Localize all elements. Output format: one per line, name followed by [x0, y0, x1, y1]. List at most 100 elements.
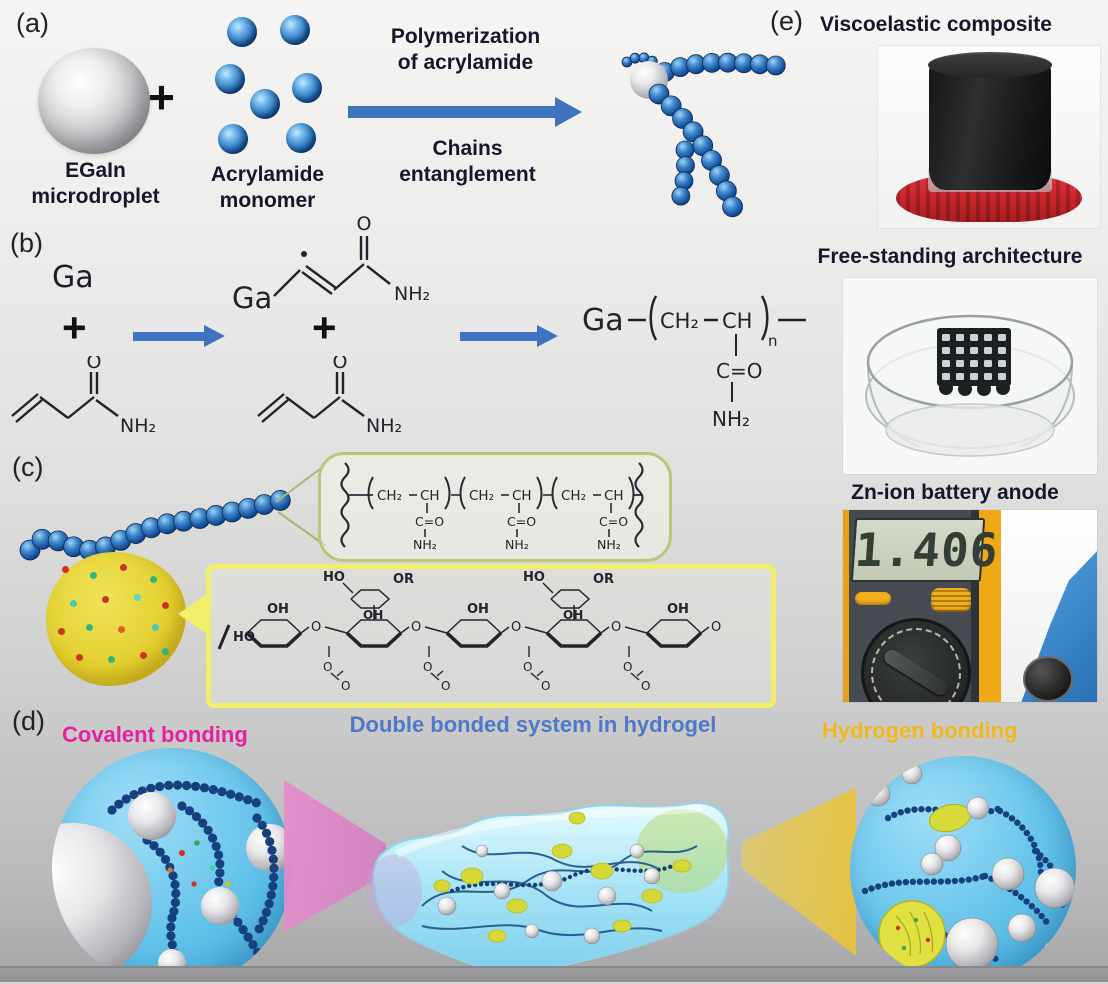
plus-sign-a: +	[148, 71, 175, 123]
svg-text:O: O	[411, 620, 421, 635]
hydrogel-slab	[366, 802, 730, 973]
monomer-ball	[250, 89, 280, 119]
ch2-label: CH₂	[660, 309, 699, 333]
egain-caption: EGaIn microdroplet	[31, 159, 160, 208]
monomer-ball	[218, 124, 248, 154]
petri-dish	[865, 314, 1075, 457]
svg-text:O: O	[323, 660, 332, 674]
gel-egain-spheres	[437, 843, 661, 945]
double-bond-heading: Double bonded system in hydrogel	[349, 712, 717, 737]
svg-text:O: O	[511, 620, 521, 635]
svg-text:C=O: C=O	[415, 514, 444, 529]
svg-text:CH: CH	[512, 488, 532, 504]
svg-text:OH: OH	[363, 608, 383, 622]
pam-unit-3: CH₂ CH C=O NH₂	[551, 476, 635, 552]
svg-text:NH₂: NH₂	[597, 537, 621, 552]
product-formula: Ga CH₂ CH n C=O NH₂	[582, 295, 806, 431]
monomer-ball	[292, 73, 322, 103]
amide-label: NH₂	[394, 283, 430, 305]
monomer-ball	[227, 17, 257, 47]
svg-text:CH: CH	[420, 488, 440, 504]
covalent-illustration	[52, 780, 292, 983]
acrylamide-structure: O NH₂	[257, 356, 402, 437]
znion-photo: 1.406	[843, 510, 1097, 702]
bottom-bar	[0, 966, 1108, 982]
arrow-a-top-label: Polymerization of acrylamide	[390, 25, 541, 74]
egain-droplet	[38, 48, 150, 154]
panel-b-label: (b)	[10, 228, 43, 258]
reaction-arrow-b1	[133, 325, 225, 347]
hydrogen-illustration	[861, 763, 1076, 971]
reaction-arrow-a	[348, 97, 582, 127]
svg-text:C=O: C=O	[599, 514, 628, 529]
radical-dot	[301, 251, 307, 257]
multimeter-dial[interactable]	[861, 618, 971, 702]
egain-spheres	[865, 763, 1076, 971]
multimeter-button[interactable]	[855, 592, 891, 605]
svg-text:CH₂: CH₂	[377, 488, 402, 504]
svg-text:NH₂: NH₂	[505, 537, 529, 552]
n-subscript: n	[768, 332, 778, 350]
svg-text:CH₂: CH₂	[561, 488, 586, 504]
panel-d-label: (d)	[12, 706, 45, 736]
svg-text:O: O	[523, 660, 532, 674]
coin-cell	[1023, 656, 1073, 702]
black-cylinder	[928, 52, 1052, 190]
gel-yellow-blobs	[433, 811, 692, 943]
hydrogen-zoom-circle	[850, 756, 1076, 982]
ga-label: Ga	[582, 303, 624, 338]
svg-text:CH: CH	[604, 488, 624, 504]
chain-horizontal	[655, 52, 786, 82]
polymer-chain-illustration	[621, 52, 786, 218]
amide-label: NH₂	[120, 415, 156, 437]
multimeter-button[interactable]	[931, 588, 971, 612]
blob-specks	[895, 917, 931, 951]
svg-text:O: O	[311, 620, 321, 635]
polysaccharide-particle	[46, 552, 186, 686]
viscoelastic-photo	[878, 46, 1100, 228]
sugar-structure-box: HO OH OH OH O O O O O HO OR HO OR OH OH …	[206, 564, 776, 708]
polysaccharide-chain: HO OH OH OH O O O O O HO OR HO OR OH OH …	[217, 570, 721, 693]
svg-text:OR: OR	[593, 572, 614, 587]
svg-text:OH: OH	[467, 602, 489, 617]
dial-knob	[881, 647, 951, 698]
amide-label: NH₂	[366, 415, 402, 437]
monomer-ball	[280, 15, 310, 45]
monomer-ball	[215, 64, 245, 94]
bottom-edge	[0, 982, 1108, 984]
sugar-blob-large	[878, 900, 946, 968]
ga-label: Ga	[232, 281, 272, 315]
plus-sign-b2: +	[312, 304, 337, 351]
znion-title: Zn-ion battery anode	[851, 481, 1059, 504]
grid-holes	[942, 334, 1006, 380]
hydrogen-heading: Hydrogen bonding	[822, 718, 1018, 743]
carbonyl-label: C=O	[716, 359, 762, 383]
svg-text:O: O	[641, 679, 650, 693]
printed-grid	[937, 328, 1011, 386]
svg-text:O: O	[441, 679, 450, 693]
zoom-cone-right	[742, 788, 856, 956]
svg-text:OH: OH	[267, 602, 289, 617]
ga-radical-structure: Ga O NH₂	[232, 213, 430, 315]
svg-text:CH₂: CH₂	[469, 488, 494, 504]
bond-specks	[167, 840, 231, 887]
svg-text:O: O	[541, 679, 550, 693]
panel-c-label: (c)	[12, 452, 44, 482]
multimeter-display: 1.406	[850, 518, 1000, 582]
oxygen-label: O	[357, 213, 372, 235]
oxygen-label: O	[87, 356, 102, 373]
egain-sphere	[201, 887, 239, 925]
multimeter: 1.406	[843, 510, 1001, 702]
viscoelastic-title: Viscoelastic composite	[820, 13, 1052, 36]
pam-unit-2: CH₂ CH C=O NH₂	[459, 476, 553, 552]
panel-a-label: (a)	[16, 8, 49, 38]
ch-label: CH	[722, 309, 752, 333]
amide-label: NH₂	[712, 407, 750, 431]
panel-e-label: (e)	[770, 6, 803, 36]
sugar-blob	[928, 803, 972, 833]
freestanding-photo	[843, 278, 1097, 474]
pam-unit-1: CH₂ CH C=O NH₂	[367, 476, 461, 552]
svg-text:O: O	[341, 679, 350, 693]
svg-text:O: O	[423, 660, 432, 674]
